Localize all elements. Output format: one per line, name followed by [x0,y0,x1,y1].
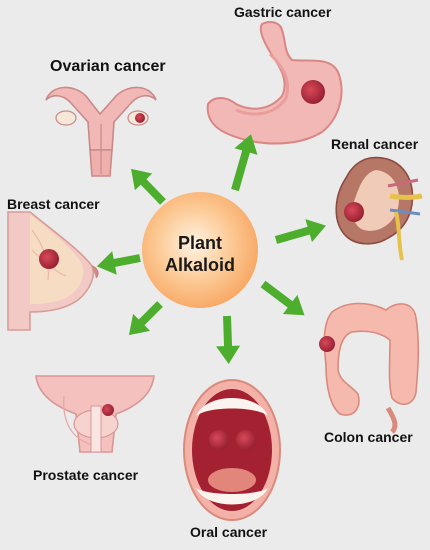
arrow-prostate [128,301,163,336]
center-label: Plant Alkaloid [145,232,255,276]
ovary-illustration [45,86,157,177]
breast-illustration [7,211,99,331]
colon-illustration [319,302,420,434]
center-label-line1: Plant [177,233,222,253]
arrow-colon [260,280,305,316]
prostate-cancer-label: Prostate cancer [33,467,139,483]
kidney-illustration [335,156,423,261]
center-circle [142,192,258,308]
breast-cancer-label: Breast cancer [7,196,100,212]
oral-cancer-label: Oral cancer [190,524,268,540]
ovarian-cancer-label: Ovarian cancer [50,58,166,75]
kidney-tumor-icon [344,202,364,222]
arrow-breast [96,251,141,275]
arrow-gastric [231,134,258,192]
prostate-illustration [35,375,155,453]
gastric-cancer-label: Gastric cancer [234,4,332,20]
mouth-illustration [183,379,281,521]
breast-tumor-icon [39,249,59,269]
ovary-tumor-icon [135,113,145,123]
arrow-ovarian [131,168,166,205]
oral-tumor-right-icon [236,430,256,450]
colon-cancer-label: Colon cancer [324,429,413,445]
prostate-tumor-icon [102,404,114,416]
arrow-renal [274,219,326,244]
stomach-tumor-icon [301,80,325,104]
arrow-oral [216,315,241,364]
oral-tumor-left-icon [209,430,229,450]
renal-cancer-label: Renal cancer [331,136,419,152]
colon-tumor-icon [319,336,335,352]
stomach-illustration [206,21,343,145]
center-label-line2: Alkaloid [164,255,235,275]
arrow-group [96,134,326,364]
